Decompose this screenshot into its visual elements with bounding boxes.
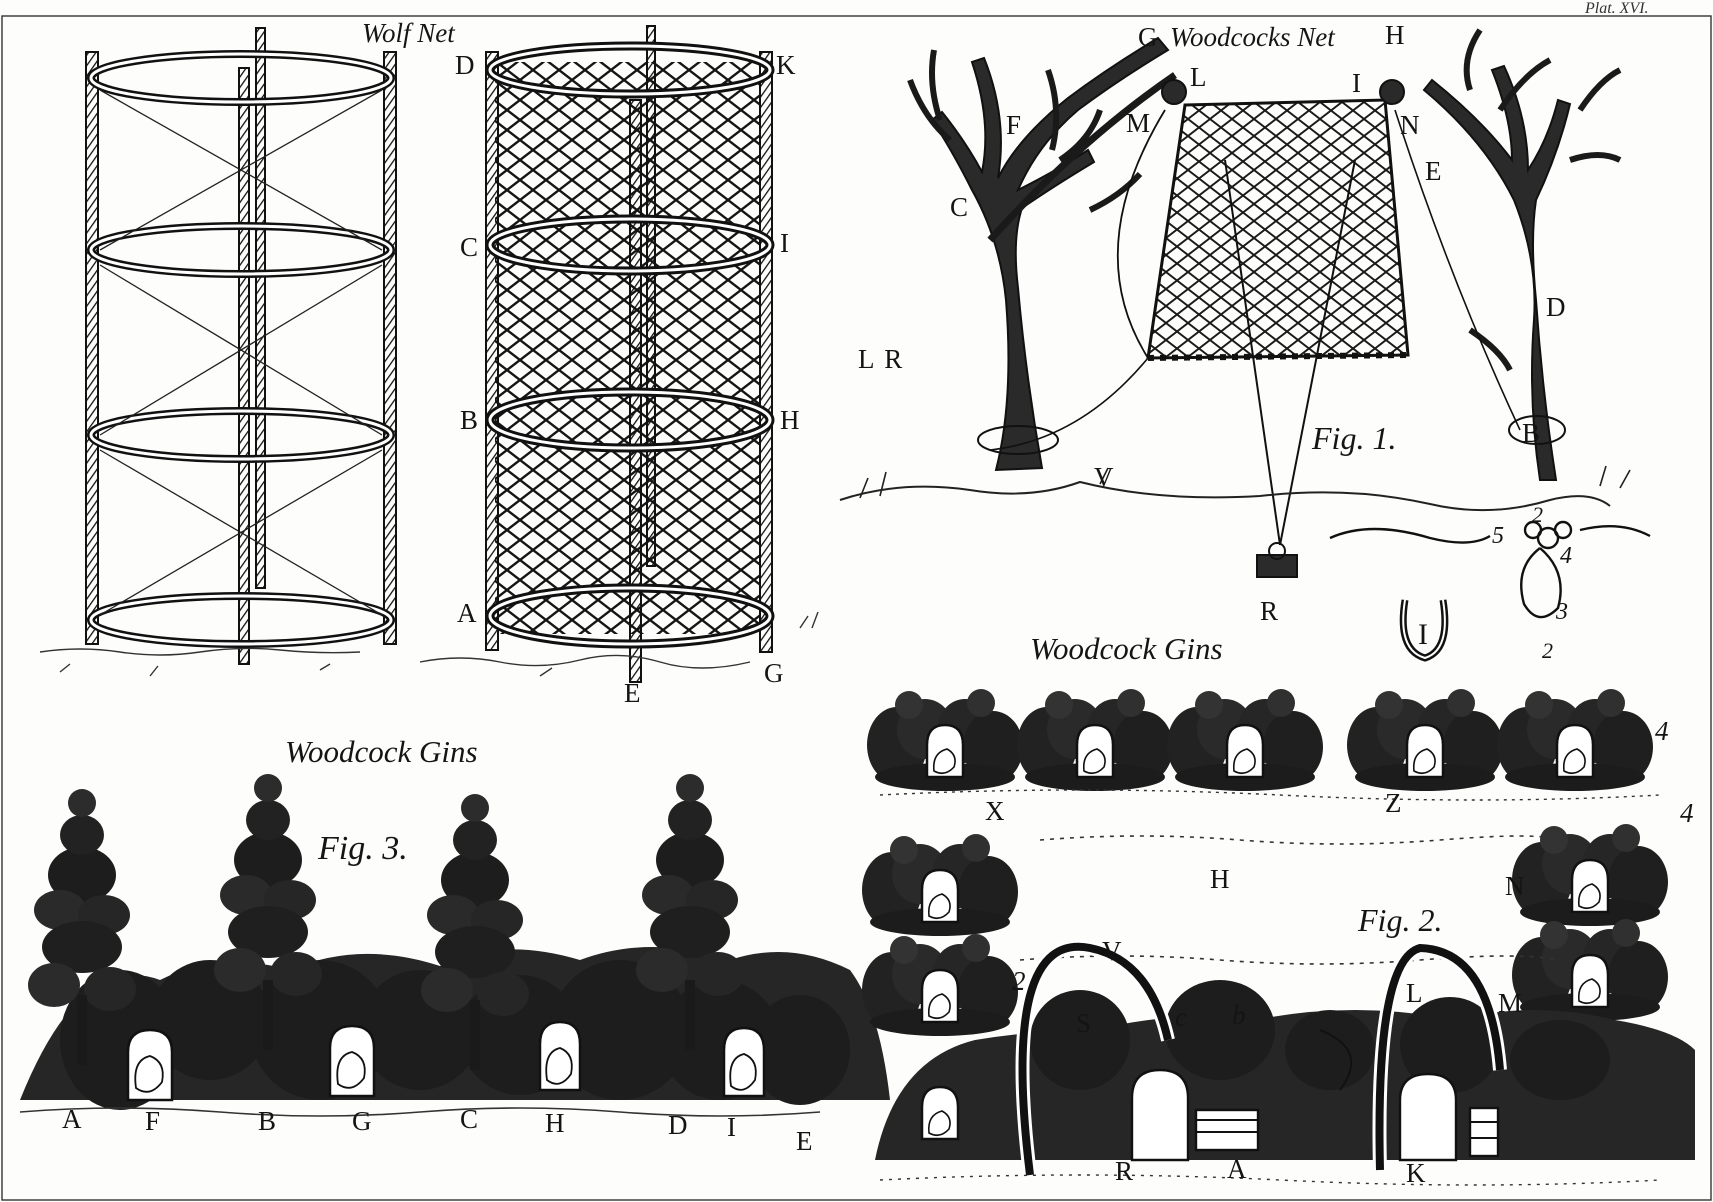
ground-strokes [39,611,819,677]
fig3-label-a: A [62,1104,82,1134]
knot-label-5: 5 [1492,523,1504,549]
wolf-label-d: D [455,50,475,80]
fig3-label-e: E [796,1126,813,1156]
fig3-label-d: D [668,1110,688,1140]
fig3-caption: Fig. 3. [318,830,408,867]
wolf-label-g: G [764,658,784,688]
woodcock-net-scene [839,28,1631,578]
net-label-g: G [1138,22,1158,52]
fig2-label-h: H [1210,864,1230,894]
knot-label-2-top: 2 [1532,502,1543,527]
fig3-label-i: I [727,1112,736,1142]
fig2-gins [862,689,1695,1186]
fig3-label-c: C [460,1104,479,1134]
fig2-label-z: Z [1385,788,1402,818]
plate-border [1,15,1712,1201]
net-label-l: L [1190,62,1207,92]
knot-label-2-bottom: 2 [1542,638,1553,663]
net-label-lr: L R [858,344,905,374]
fig1-caption: Fig. 1. [1312,420,1397,456]
wolf-net-frame [85,27,397,665]
fig2-label-r: R [1115,1156,1134,1186]
fig3-label-h: H [545,1108,565,1138]
knot-label-3: 3 [1556,599,1568,625]
wolf-net-mesh [485,25,775,683]
loop-figures [1329,520,1651,662]
fig2-label-b: b [1232,1000,1246,1030]
fig3-label-f: F [145,1106,161,1136]
fig2-label-k: K [1406,1158,1426,1188]
fig3-label-b: B [258,1106,277,1136]
wolf-label-a: A [457,598,477,628]
wolf-label-i: I [780,228,789,258]
fig2-label-4-top: 4 [1655,716,1669,746]
wolf-label-k: K [776,50,796,80]
net-label-h: H [1385,20,1405,50]
fig2-label-l: L [1406,978,1423,1008]
fig2-label-x: X [985,796,1005,826]
fig2-caption: Fig. 2. [1358,902,1443,938]
wolf-net-title: Wolf Net [362,18,455,48]
knot-label-1: I [1418,618,1428,651]
net-label-n: N [1400,110,1420,140]
net-label-i: I [1352,68,1361,98]
fig2-label-2: 2 [1012,966,1026,996]
fig2-label-v: V [1102,936,1122,966]
net-label-b: B [1522,418,1541,448]
fig2-label-n: N [1505,871,1525,901]
woodcock-gins-title-fig2: Woodcock Gins [1030,631,1223,666]
fig2-label-m: M [1498,988,1523,1018]
fig2-label-c: c [1175,1002,1187,1032]
plate-number: Plat. XVI. [1585,0,1649,17]
net-label-v: V [1094,462,1114,492]
knot-label-4: 4 [1560,543,1572,569]
net-label-c: C [950,192,969,222]
fig2-label-s: S [1076,1008,1092,1038]
wolf-label-b: B [460,405,479,435]
fig3-label-g: G [352,1106,372,1136]
net-label-d: D [1546,292,1566,322]
fig2-label-4-right: 4 [1680,798,1694,828]
woodcocks-net-title: Woodcocks Net [1170,22,1335,52]
net-label-e: E [1425,156,1442,186]
net-label-f: F [1006,110,1022,140]
fig3-forest [19,774,890,1117]
net-label-r: R [1260,596,1279,626]
fig2-label-a: A [1227,1154,1247,1184]
net-label-m: M [1126,108,1151,138]
wolf-label-e: E [624,678,641,708]
wolf-label-c: C [460,232,479,262]
wolf-label-h: H [780,405,800,435]
woodcock-gins-title-fig3: Woodcock Gins [285,734,478,769]
